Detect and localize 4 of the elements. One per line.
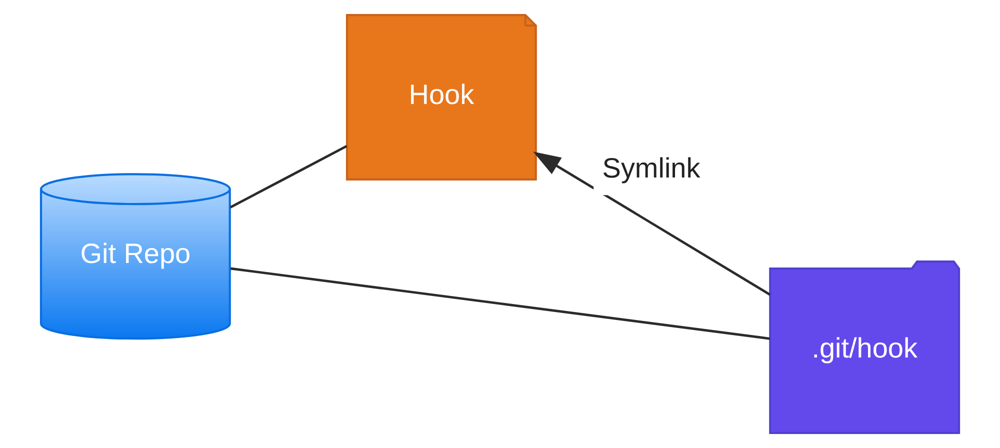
connector — [230, 145, 348, 208]
edge-label: Symlink — [602, 152, 700, 184]
connector — [230, 267, 770, 340]
arrow — [533, 152, 771, 296]
